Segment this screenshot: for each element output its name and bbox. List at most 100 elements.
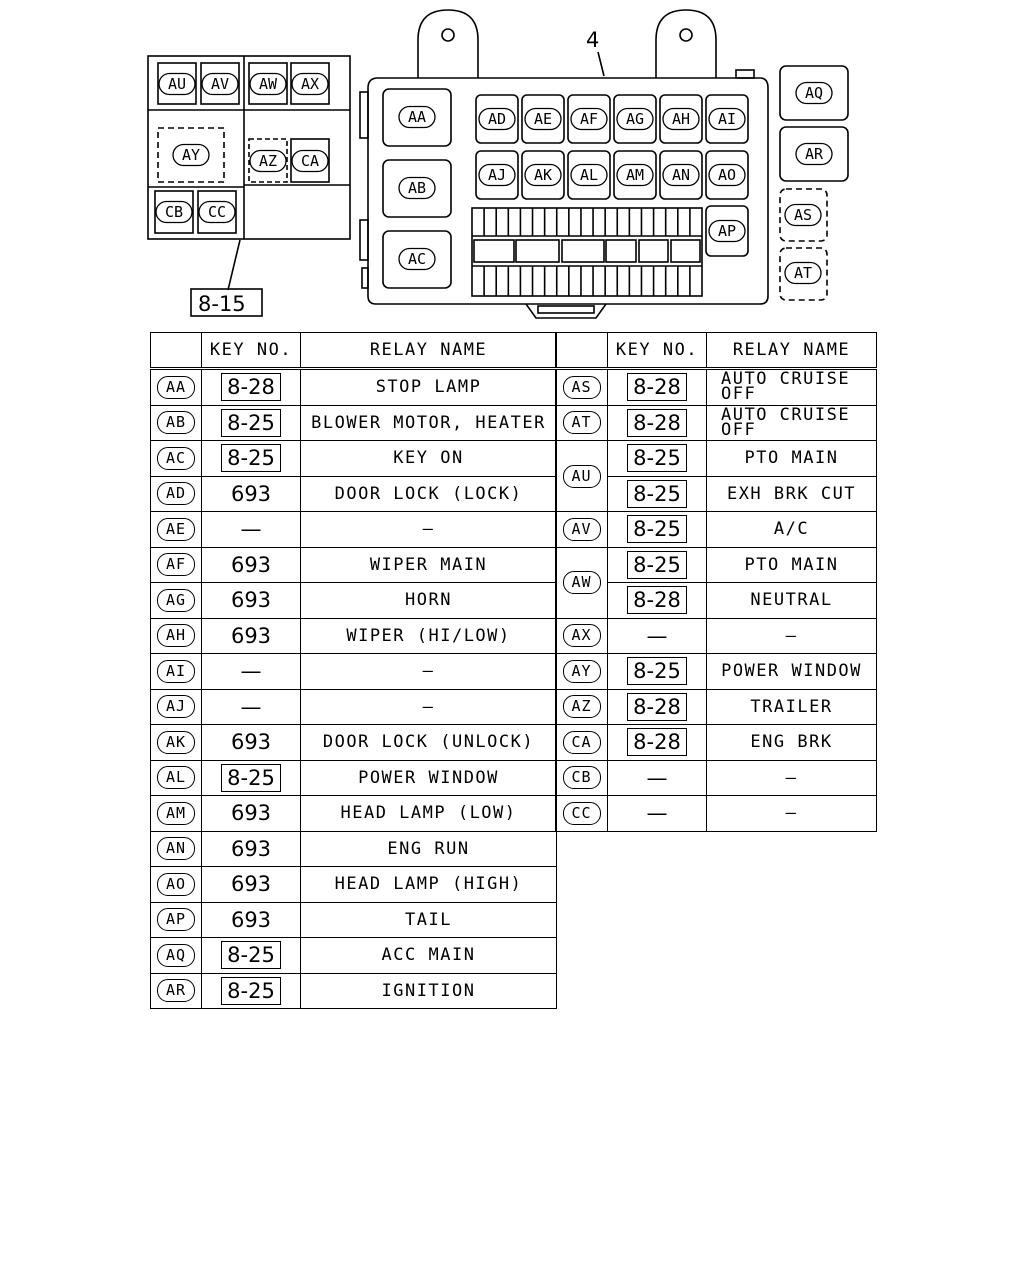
relay-name-value: ENG BRK (706, 724, 877, 761)
key-no-cell: — (607, 759, 707, 796)
relay-label-pill (662, 163, 700, 187)
relay-id-cell: AU (555, 440, 608, 512)
relay-label-pill (616, 163, 654, 187)
relay-label-pill (784, 261, 822, 285)
relay-label-pill (570, 163, 608, 187)
relay-id-pill: CB (562, 766, 601, 790)
relay-id-pill: AT (562, 411, 601, 435)
key-no-value: 693 (230, 907, 272, 932)
relay-id-pill: AO (157, 872, 195, 896)
header-relay-name: RELAY NAME (300, 332, 557, 370)
key-no-value: 8-25 (627, 657, 687, 686)
key-no-cell: 8-25 (201, 759, 301, 796)
relay-label: AU (168, 75, 186, 93)
key-no-cell: — (201, 511, 301, 548)
key-no-cell: 693 (201, 546, 301, 583)
relay-label: AC (408, 250, 426, 268)
table-row: AM 693 HEAD LAMP (LOW) (150, 795, 557, 832)
key-no-cell: 8-28 (607, 582, 707, 619)
relay-name-value: DOOR LOCK (LOCK) (300, 475, 557, 512)
key-no-value: 8-25 (221, 941, 281, 970)
relay-id-pill: AG (157, 588, 195, 612)
relay-id-pill: AY (562, 659, 601, 683)
relay-label-pill (784, 203, 822, 227)
key-no-value: 8-25 (627, 444, 687, 473)
relay-label-pill (478, 107, 516, 131)
relay-label-pill (201, 72, 239, 96)
relay-label: AI (718, 110, 736, 128)
relay-label-pill (708, 107, 746, 131)
relay-id-cell: CB (555, 759, 608, 796)
relay-name-value: WIPER (HI/LOW) (300, 617, 557, 654)
relay-name-value: — (706, 617, 877, 654)
relay-label: AE (534, 110, 552, 128)
key-no-cell: 693 (201, 724, 301, 761)
relay-name-value: NEUTRAL (706, 582, 877, 619)
relay-name-value: — (706, 759, 877, 796)
relay-name-value: TAIL (300, 901, 557, 938)
relay-label: AG (626, 110, 644, 128)
relay-label: AN (672, 166, 690, 184)
relay-id-cell: AW (555, 546, 608, 619)
key-no-cell: 693 (201, 830, 301, 867)
relay-label-pill (398, 176, 436, 200)
key-no-cell: 8-25 (201, 972, 301, 1009)
callout-number: 4 (586, 28, 599, 52)
relay-id-cell: AE (150, 511, 202, 548)
key-no-cell: 693 (201, 617, 301, 654)
relay-label-pill (616, 107, 654, 131)
key-no-cell: 693 (201, 475, 301, 512)
key-no-cell: 8-25 (201, 937, 301, 974)
table-header-row: KEY NO. RELAY NAME (555, 332, 877, 370)
relay-name-value: HEAD LAMP (LOW) (300, 795, 557, 832)
relay-label: AA (408, 108, 426, 126)
relay-id-pill: AJ (157, 695, 195, 719)
relay-label: AZ (259, 152, 277, 170)
relay-name-value: WIPER MAIN (300, 546, 557, 583)
relay-id-cell: AP (150, 901, 202, 938)
relay-id-pill: AL (157, 766, 195, 790)
relay-id-pill: AP (157, 908, 195, 932)
relay-id-pill: AQ (157, 943, 195, 967)
relay-id-cell: AX (555, 617, 608, 654)
relay-label: CA (301, 152, 319, 170)
relay-label-pill (249, 72, 287, 96)
key-no-value: 693 (230, 872, 272, 897)
relay-label-pill (291, 149, 329, 173)
relay-id-cell: AS (555, 368, 608, 406)
key-no-cell: — (607, 795, 707, 832)
key-no-value: — (240, 694, 262, 719)
key-no-value: 693 (230, 801, 272, 826)
key-no-cell: 8-25 (607, 475, 707, 512)
relay-id-pill: AR (157, 979, 195, 1003)
relay-label-pill (291, 72, 329, 96)
relay-id-pill: AM (157, 801, 195, 825)
relay-label: AW (259, 75, 278, 93)
relay-name-value: KEY ON (300, 440, 557, 477)
key-no-value: 8-28 (627, 728, 687, 757)
relay-name-value: PTO MAIN (706, 546, 877, 583)
relay-id-cell: AQ (150, 937, 202, 974)
key-no-cell: 693 (201, 582, 301, 619)
relay-label: AB (408, 179, 426, 197)
relay-id-cell: CA (555, 724, 608, 761)
relay-name-value: ENG RUN (300, 830, 557, 867)
relay-label: AM (626, 166, 644, 184)
key-no-cell: 8-28 (201, 368, 301, 406)
relay-id-cell: AI (150, 653, 202, 690)
relay-label-pill (398, 105, 436, 129)
table-row: AP 693 TAIL (150, 901, 557, 938)
